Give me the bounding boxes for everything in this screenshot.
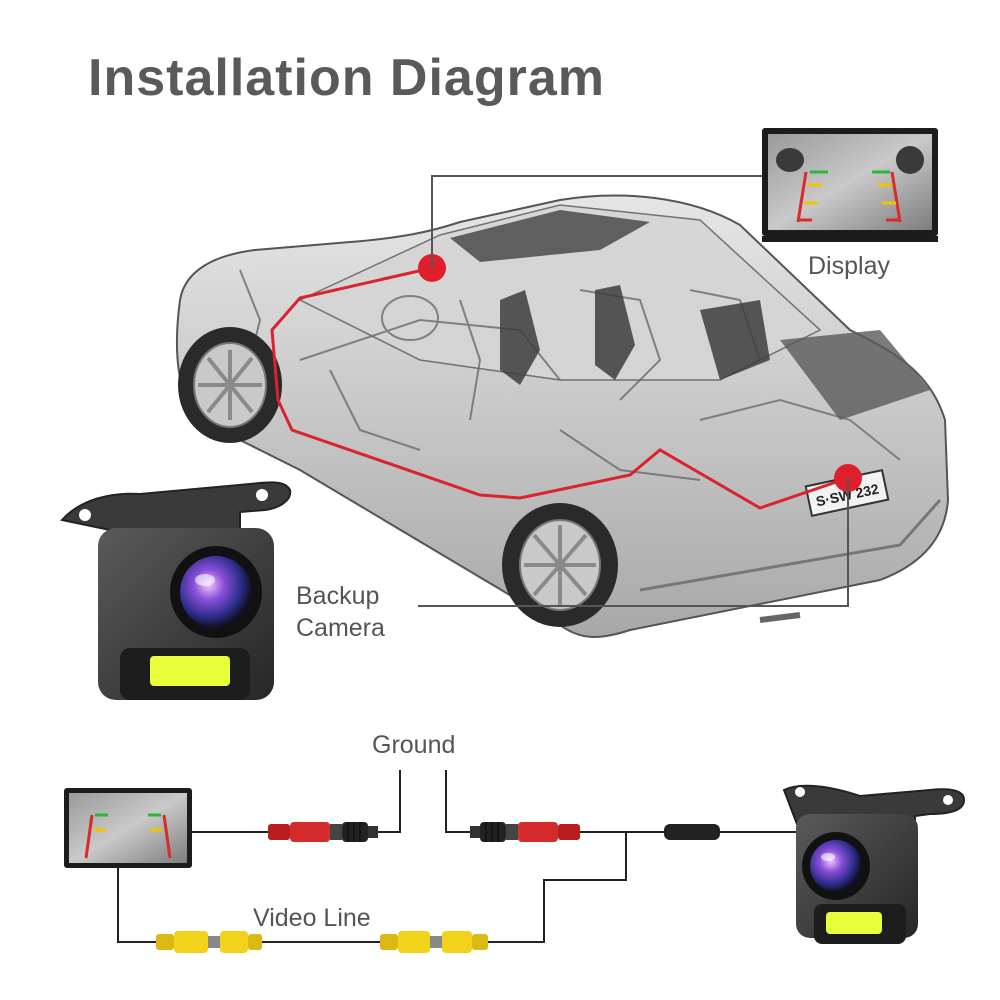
display-label: Display bbox=[808, 252, 890, 280]
backup-camera-label-line1: Backup bbox=[296, 582, 380, 610]
schematic-display-icon bbox=[64, 788, 192, 868]
power-connector-icon bbox=[268, 822, 378, 842]
schematic-camera-icon bbox=[782, 784, 966, 944]
camera-callout-line bbox=[418, 478, 849, 607]
backup-camera-label-line2: Camera bbox=[296, 614, 385, 642]
rca-connector-icon bbox=[156, 931, 262, 953]
backup-camera-label: Backup Camera bbox=[296, 580, 385, 644]
backup-camera-icon bbox=[60, 481, 292, 700]
ground-label: Ground bbox=[372, 731, 456, 759]
schematic-wires bbox=[117, 770, 796, 943]
power-connector-icon-2 bbox=[470, 822, 580, 842]
rca-connector-icon-2 bbox=[380, 931, 488, 953]
display-monitor-icon bbox=[762, 128, 938, 242]
display-callout-line bbox=[431, 175, 762, 268]
front-wheel bbox=[178, 327, 282, 443]
rear-wheel bbox=[502, 503, 618, 627]
inline-junction bbox=[664, 824, 720, 840]
car-cutaway-icon: S·SW 232 bbox=[175, 194, 950, 638]
wiring-route-line bbox=[270, 266, 849, 510]
page-title: Installation Diagram bbox=[88, 49, 605, 107]
video-line-label: Video Line bbox=[253, 904, 371, 932]
